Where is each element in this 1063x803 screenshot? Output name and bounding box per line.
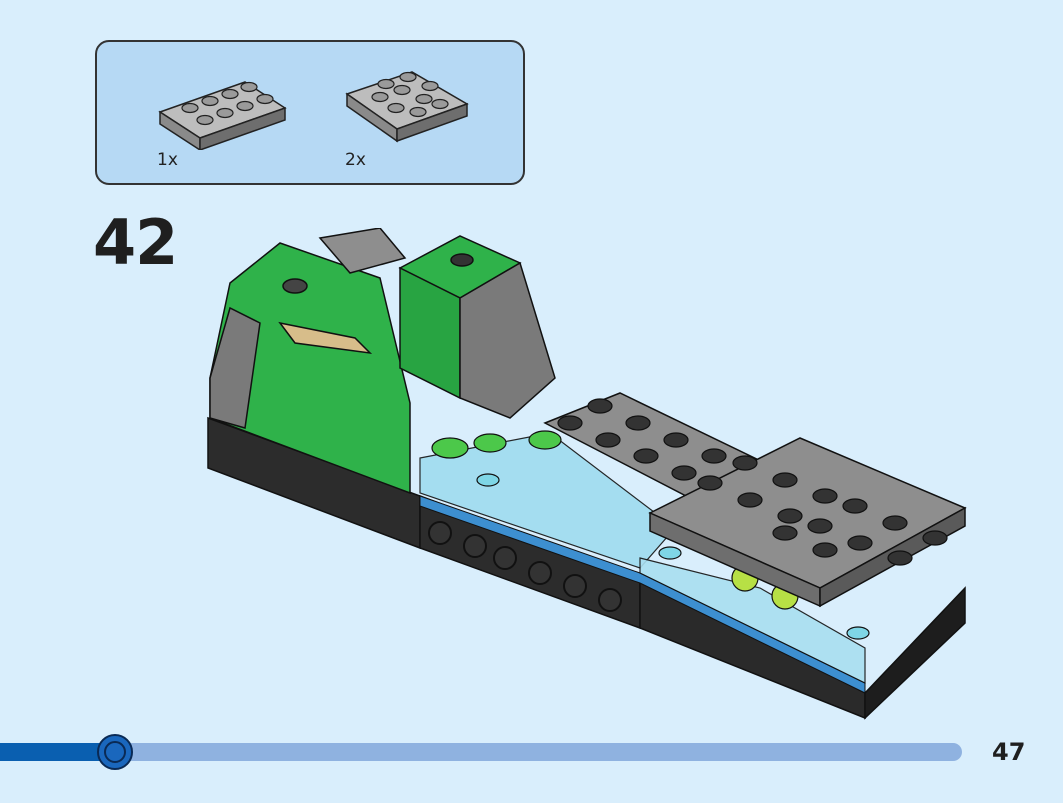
part-gray-plate-3x3: [342, 64, 472, 144]
model-illustration-image: [207, 227, 967, 720]
trans-blue-water: [419, 432, 676, 569]
tan-tile: [278, 321, 373, 355]
gray-plate-2x4-icon: [158, 81, 287, 150]
part-quantity-1: 1x: [157, 150, 178, 170]
gray-block-top: [318, 227, 407, 274]
page-number: 47: [992, 738, 1026, 766]
green-plants: [431, 430, 562, 459]
part-quantity-2: 2x: [345, 150, 366, 170]
top-stud: [450, 253, 474, 267]
base-end: [864, 586, 966, 720]
gray-rock-side: [209, 306, 261, 429]
gray-rock-right: [459, 261, 556, 419]
part-gray-plate-2x4: [155, 70, 290, 150]
progress-indicator-icon: [97, 734, 134, 770]
dark-stud: [282, 278, 308, 294]
step-number: 42: [93, 206, 178, 279]
parts-callout: 1x 2x: [95, 40, 525, 185]
gray-plate-3x3-icon: [345, 71, 469, 143]
plate-studs: [557, 398, 948, 566]
wheels: [428, 521, 622, 612]
model-illustration: [200, 227, 980, 732]
progress-bar: [0, 734, 962, 770]
progress-fill: [0, 743, 116, 761]
trans-studs: [476, 473, 870, 640]
